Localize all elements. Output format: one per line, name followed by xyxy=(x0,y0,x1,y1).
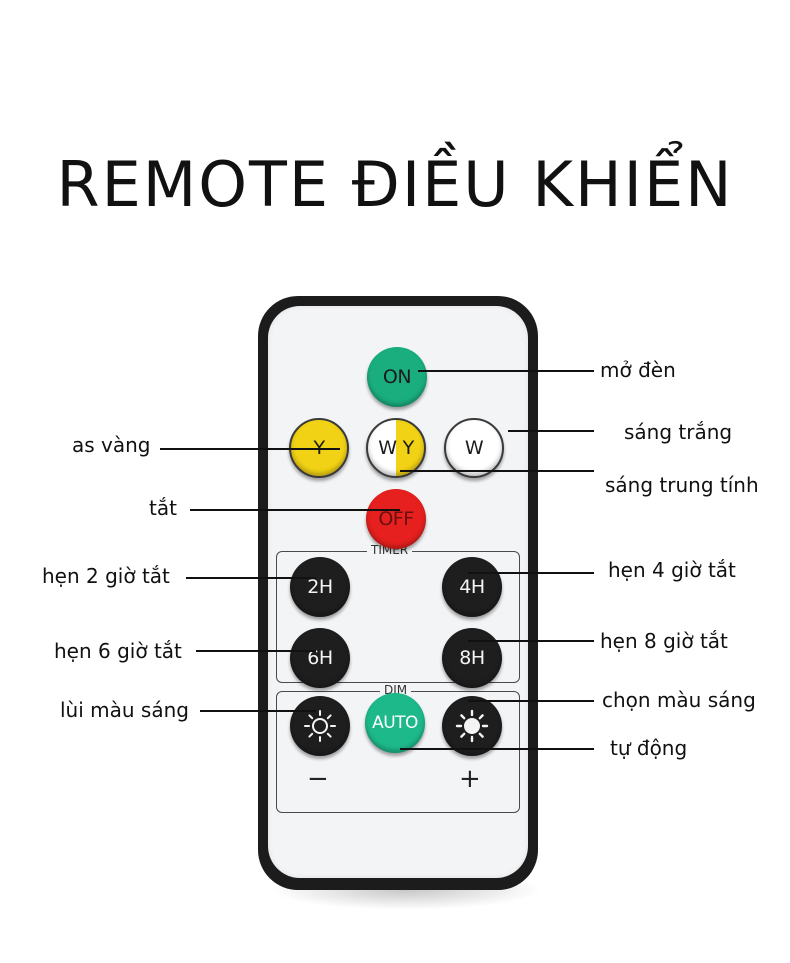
callout-line-yellow xyxy=(160,448,340,450)
neutral-button-label-y: Y xyxy=(402,437,415,459)
callout-line-4h xyxy=(468,572,594,574)
label-on: mở đèn xyxy=(600,358,676,382)
timer-2h-label: 2H xyxy=(307,576,333,598)
callout-line-dim-down xyxy=(200,710,316,712)
callout-line-neutral xyxy=(400,470,594,472)
label-8h: hẹn 8 giờ tắt xyxy=(600,629,728,653)
callout-line-6h xyxy=(196,650,316,652)
label-off: tắt xyxy=(149,496,177,520)
callout-line-white xyxy=(508,430,594,432)
neutral-button-label-w: W xyxy=(378,437,397,459)
white-light-button[interactable]: W xyxy=(444,418,504,478)
page-title: REMOTE ĐIỀU KHIỂN xyxy=(56,148,734,221)
timer-4h-label: 4H xyxy=(459,576,485,598)
timer-8h-button[interactable]: 8H xyxy=(442,628,502,688)
label-dim-down: lùi màu sáng xyxy=(60,698,189,722)
callout-line-2h xyxy=(186,577,316,579)
timer-6h-button[interactable]: 6H xyxy=(290,628,350,688)
label-6h: hẹn 6 giờ tắt xyxy=(54,639,182,663)
label-white: sáng trắng xyxy=(624,420,733,444)
on-button[interactable]: ON xyxy=(367,347,427,407)
auto-button-label: AUTO xyxy=(372,713,418,733)
sun-filled-icon xyxy=(455,709,489,743)
neutral-light-button[interactable]: W Y xyxy=(366,418,426,478)
label-4h: hẹn 4 giờ tắt xyxy=(608,558,736,582)
label-yellow: as vàng xyxy=(72,433,151,457)
timer-2h-button[interactable]: 2H xyxy=(290,557,350,617)
dim-down-button[interactable] xyxy=(290,696,350,756)
sun-outline-icon xyxy=(304,710,336,742)
auto-button[interactable]: AUTO xyxy=(365,693,425,753)
off-button-label: OFF xyxy=(378,508,414,530)
remote-control: TIMER DIM − + ON Y W Y W OFF 2H 4H xyxy=(258,296,538,890)
label-2h: hẹn 2 giờ tắt xyxy=(42,564,170,588)
dim-up-button[interactable] xyxy=(442,696,502,756)
white-button-label: W xyxy=(464,437,484,459)
off-button[interactable]: OFF xyxy=(366,489,426,549)
label-dim-up: chọn màu sáng xyxy=(602,688,756,712)
timer-8h-label: 8H xyxy=(459,647,485,669)
callout-line-dim-up xyxy=(468,700,594,702)
timer-4h-button[interactable]: 4H xyxy=(442,557,502,617)
timer-6h-label: 6H xyxy=(307,647,333,669)
on-button-label: ON xyxy=(382,366,412,388)
plus-sign: + xyxy=(459,764,481,794)
callout-line-8h xyxy=(468,640,594,642)
callout-line-auto xyxy=(400,748,594,750)
label-auto: tự động xyxy=(610,736,688,760)
remote-face: TIMER DIM − + ON Y W Y W OFF 2H 4H xyxy=(268,306,528,878)
label-neutral: sáng trung tính xyxy=(605,473,759,497)
callout-line-on xyxy=(418,370,594,372)
callout-line-off xyxy=(190,509,400,511)
minus-sign: − xyxy=(307,764,329,794)
